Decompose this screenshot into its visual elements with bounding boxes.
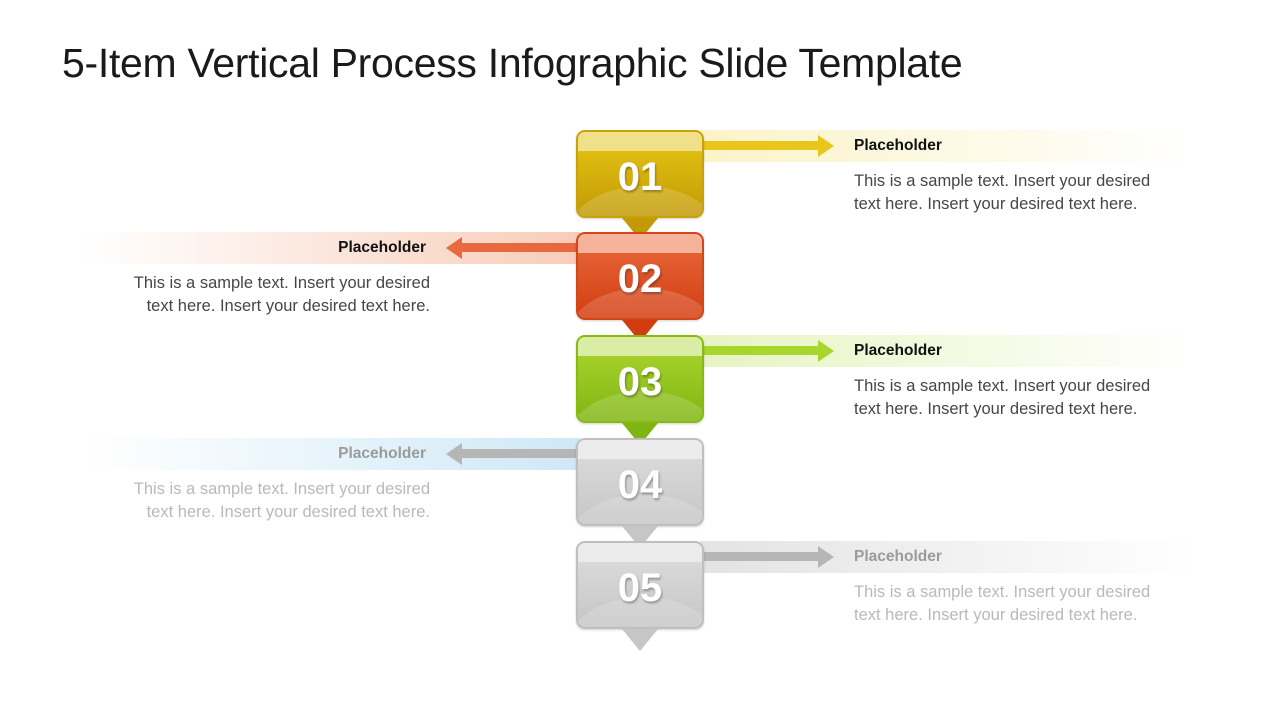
step-body-02: This is a sample text. Insert your desir… <box>133 274 430 315</box>
box-gloss-04 <box>578 440 702 459</box>
step-number-box-03[interactable]: 03 <box>576 335 704 423</box>
connector-band-03: Placeholder <box>700 335 1196 367</box>
box-gloss-05 <box>578 543 702 562</box>
arrow-left-icon-02 <box>446 237 462 259</box>
arrow-right-icon-05 <box>818 546 834 568</box>
step-heading-05: Placeholder <box>854 548 942 565</box>
connector-band-04: Placeholder <box>84 438 580 470</box>
step-number-box-01[interactable]: 01 <box>576 130 704 218</box>
step-body-04: This is a sample text. Insert your desir… <box>133 480 430 521</box>
arrow-left-icon-04 <box>446 443 462 465</box>
arrow-shaft-04 <box>458 449 578 458</box>
step-heading-03: Placeholder <box>854 342 942 359</box>
step-heading-01: Placeholder <box>854 137 942 154</box>
step-heading-02: Placeholder <box>338 239 426 256</box>
step-number-box-05[interactable]: 05 <box>576 541 704 629</box>
box-gloss-01 <box>578 132 702 151</box>
step-number-label-03: 03 <box>617 360 663 404</box>
step-body-01: This is a sample text. Insert your desir… <box>854 172 1151 213</box>
box-gloss-02 <box>578 234 702 253</box>
connector-band-01: Placeholder <box>700 130 1196 162</box>
step-number-box-04[interactable]: 04 <box>576 438 704 526</box>
arrow-shaft-03 <box>702 346 822 355</box>
step-number-box-02[interactable]: 02 <box>576 232 704 320</box>
arrow-shaft-05 <box>702 552 822 561</box>
connector-band-02: Placeholder <box>84 232 580 264</box>
step-number-label-05: 05 <box>617 566 663 610</box>
step-number-label-04: 04 <box>617 463 663 507</box>
arrow-shaft-01 <box>702 141 822 150</box>
step-body-05: This is a sample text. Insert your desir… <box>854 583 1151 624</box>
step-heading-04: Placeholder <box>338 445 426 462</box>
connector-band-05: Placeholder <box>700 541 1196 573</box>
step-number-label-01: 01 <box>617 155 663 199</box>
arrow-shaft-02 <box>458 243 578 252</box>
page-title: 5-Item Vertical Process Infographic Slid… <box>62 40 963 86</box>
arrow-right-icon-01 <box>818 135 834 157</box>
step-number-label-02: 02 <box>617 257 663 301</box>
step-body-03: This is a sample text. Insert your desir… <box>854 377 1151 418</box>
arrow-right-icon-03 <box>818 340 834 362</box>
connector-tail-05 <box>622 629 658 651</box>
box-gloss-03 <box>578 337 702 356</box>
